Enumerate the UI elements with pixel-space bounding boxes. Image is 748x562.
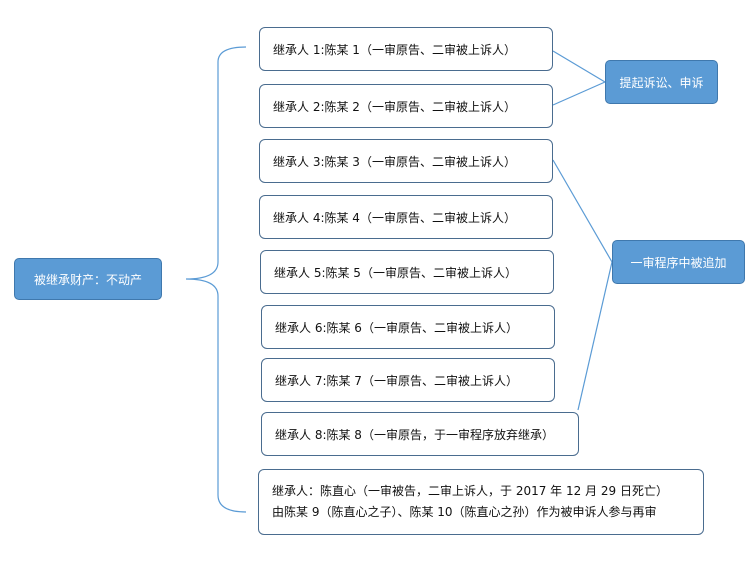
appeal-connector-1	[552, 50, 606, 83]
heir-box-8: 继承人 8:陈某 8（一审原告，于一审程序放弃继承）	[261, 412, 579, 456]
heir-label-5: 继承人 5:陈某 5（一审原告、二审被上诉人）	[274, 265, 517, 280]
heir-label-2: 继承人 2:陈某 2（一审原告、二审被上诉人）	[273, 99, 516, 114]
appeal-tag: 提起诉讼、申诉	[605, 60, 718, 104]
added-connector-8	[577, 261, 613, 411]
added-tag: 一审程序中被追加	[612, 240, 745, 284]
heir-label-1: 继承人 1:陈某 1（一审原告、二审被上诉人）	[273, 42, 516, 57]
heir-box-5: 继承人 5:陈某 5（一审原告、二审被上诉人）	[260, 250, 554, 294]
root-label: 被继承财产：不动产	[33, 272, 142, 287]
appeal-connector-2	[552, 81, 606, 106]
heir-box-3: 继承人 3:陈某 3（一审原告、二审被上诉人）	[259, 139, 553, 183]
deceased-heir-box: 继承人：陈直心（一审被告，二审上诉人，于 2017 年 12 月 29 日死亡）…	[258, 469, 704, 535]
heir-box-7: 继承人 7:陈某 7（一审原告、二审被上诉人）	[261, 358, 555, 402]
appeal-tag-label: 提起诉讼、申诉	[619, 75, 704, 90]
heir-box-4: 继承人 4:陈某 4（一审原告、二审被上诉人）	[259, 195, 553, 239]
heir-label-7: 继承人 7:陈某 7（一审原告、二审被上诉人）	[275, 373, 518, 388]
added-connector-3	[552, 159, 613, 263]
heir-label-4: 继承人 4:陈某 4（一审原告、二审被上诉人）	[273, 210, 516, 225]
brace-connector	[185, 46, 247, 513]
root-node: 被继承财产：不动产	[14, 258, 162, 300]
added-tag-label: 一审程序中被追加	[630, 255, 727, 270]
deceased-line-1: 继承人：陈直心（一审被告，二审上诉人，于 2017 年 12 月 29 日死亡）	[272, 484, 668, 498]
heir-box-2: 继承人 2:陈某 2（一审原告、二审被上诉人）	[259, 84, 553, 128]
heir-box-1: 继承人 1:陈某 1（一审原告、二审被上诉人）	[259, 27, 553, 71]
heir-label-3: 继承人 3:陈某 3（一审原告、二审被上诉人）	[273, 154, 516, 169]
heir-box-6: 继承人 6:陈某 6（一审原告、二审被上诉人）	[261, 305, 555, 349]
heir-label-8: 继承人 8:陈某 8（一审原告，于一审程序放弃继承）	[275, 427, 554, 442]
heir-label-6: 继承人 6:陈某 6（一审原告、二审被上诉人）	[275, 320, 518, 335]
deceased-line-2: 由陈某 9（陈直心之子）、陈某 10（陈直心之孙）作为被申诉人参与再审	[272, 505, 657, 519]
